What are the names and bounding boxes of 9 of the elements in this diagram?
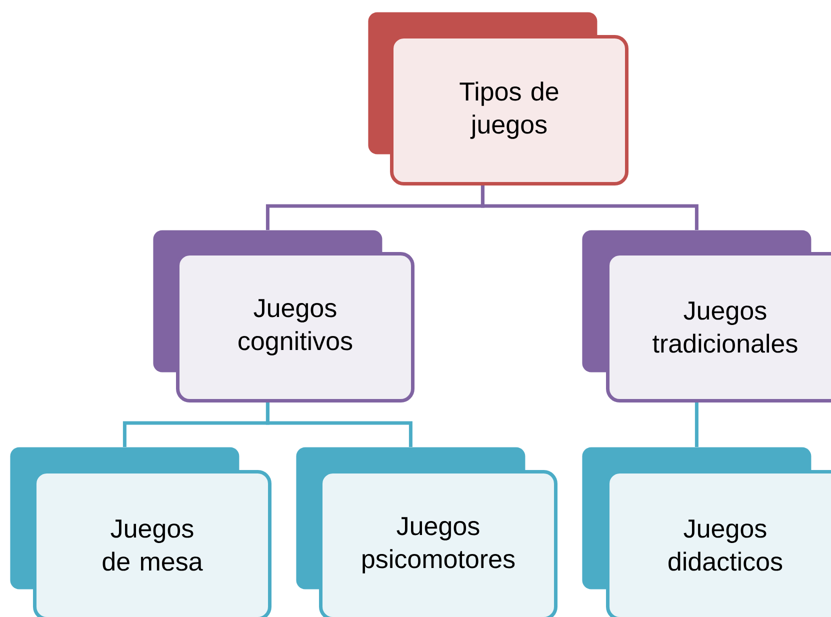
process-box: Juegos didacticos [582, 447, 831, 617]
connector-line [266, 402, 412, 447]
process-box: Tipos de juegos [368, 12, 628, 186]
process-box: Juegos psicomotores [296, 447, 558, 617]
process-box: Juegos de mesa [10, 447, 272, 617]
connector-line [480, 186, 698, 230]
process-box: Juegos cognitivos [153, 230, 414, 402]
process-box: Juegos tradicionales [582, 230, 831, 402]
connector-line [694, 402, 698, 447]
